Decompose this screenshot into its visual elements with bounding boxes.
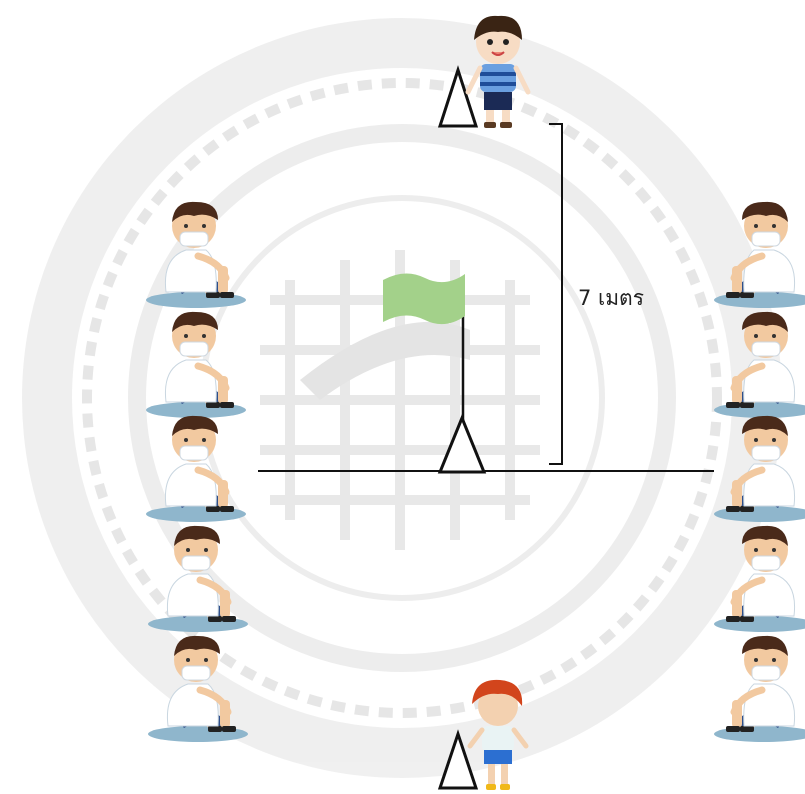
watermark-seal bbox=[22, 18, 782, 778]
flag bbox=[383, 273, 465, 430]
sitting-child-right-5 bbox=[714, 636, 805, 742]
standing-child-bottom bbox=[467, 679, 529, 790]
distance-bracket bbox=[549, 123, 563, 465]
distance-label: 7 เมตร bbox=[578, 286, 644, 310]
cone-bottom bbox=[437, 729, 479, 790]
cone-top bbox=[437, 65, 479, 128]
standing-child-top bbox=[465, 15, 531, 128]
cone-center bbox=[437, 414, 487, 474]
